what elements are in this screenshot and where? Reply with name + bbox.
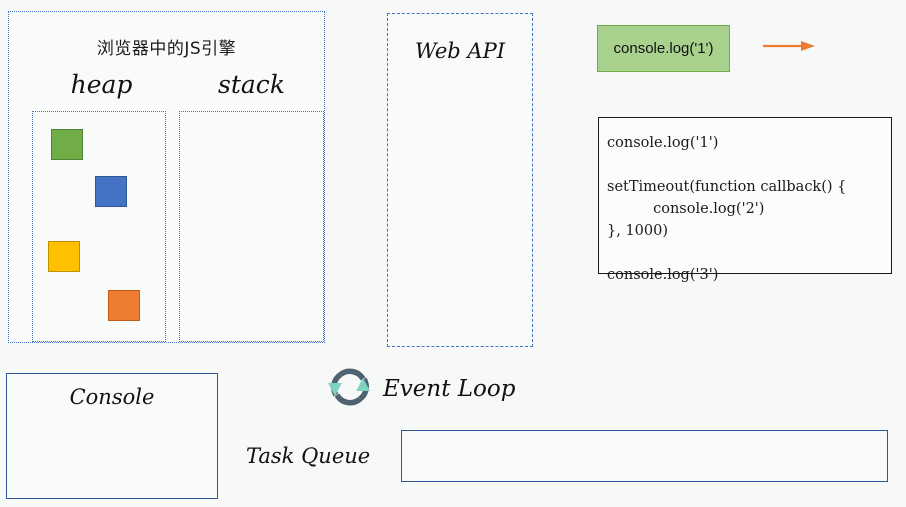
yellow-object	[48, 241, 80, 272]
heap-label: heap	[70, 70, 133, 99]
green-object	[51, 129, 83, 160]
web-api-title: Web API	[414, 39, 505, 63]
js-engine-panel: 浏览器中的JS引擎 heap stack	[8, 11, 325, 343]
console-panel: Console	[6, 373, 218, 499]
js-engine-title: 浏览器中的JS引擎	[96, 39, 237, 59]
task-queue-label: Task Queue	[246, 444, 371, 468]
current-task-box[interactable]: console.log('1')	[597, 25, 730, 72]
orange-object	[108, 290, 140, 321]
heap-box	[32, 111, 166, 342]
stack-box	[179, 111, 324, 342]
event-loop-group: Event Loop	[326, 365, 515, 413]
web-api-panel: Web API	[387, 13, 533, 347]
blue-object	[95, 176, 127, 207]
stack-label: stack	[218, 70, 285, 99]
flow-arrow-icon	[763, 38, 815, 52]
task-queue-box	[401, 430, 888, 482]
current-task-label: console.log('1')	[613, 40, 714, 57]
console-title: Console	[69, 385, 155, 409]
refresh-loop-icon	[326, 365, 374, 413]
code-snippet: console.log('1') setTimeout(function cal…	[598, 117, 892, 283]
event-loop-label: Event Loop	[383, 376, 516, 402]
